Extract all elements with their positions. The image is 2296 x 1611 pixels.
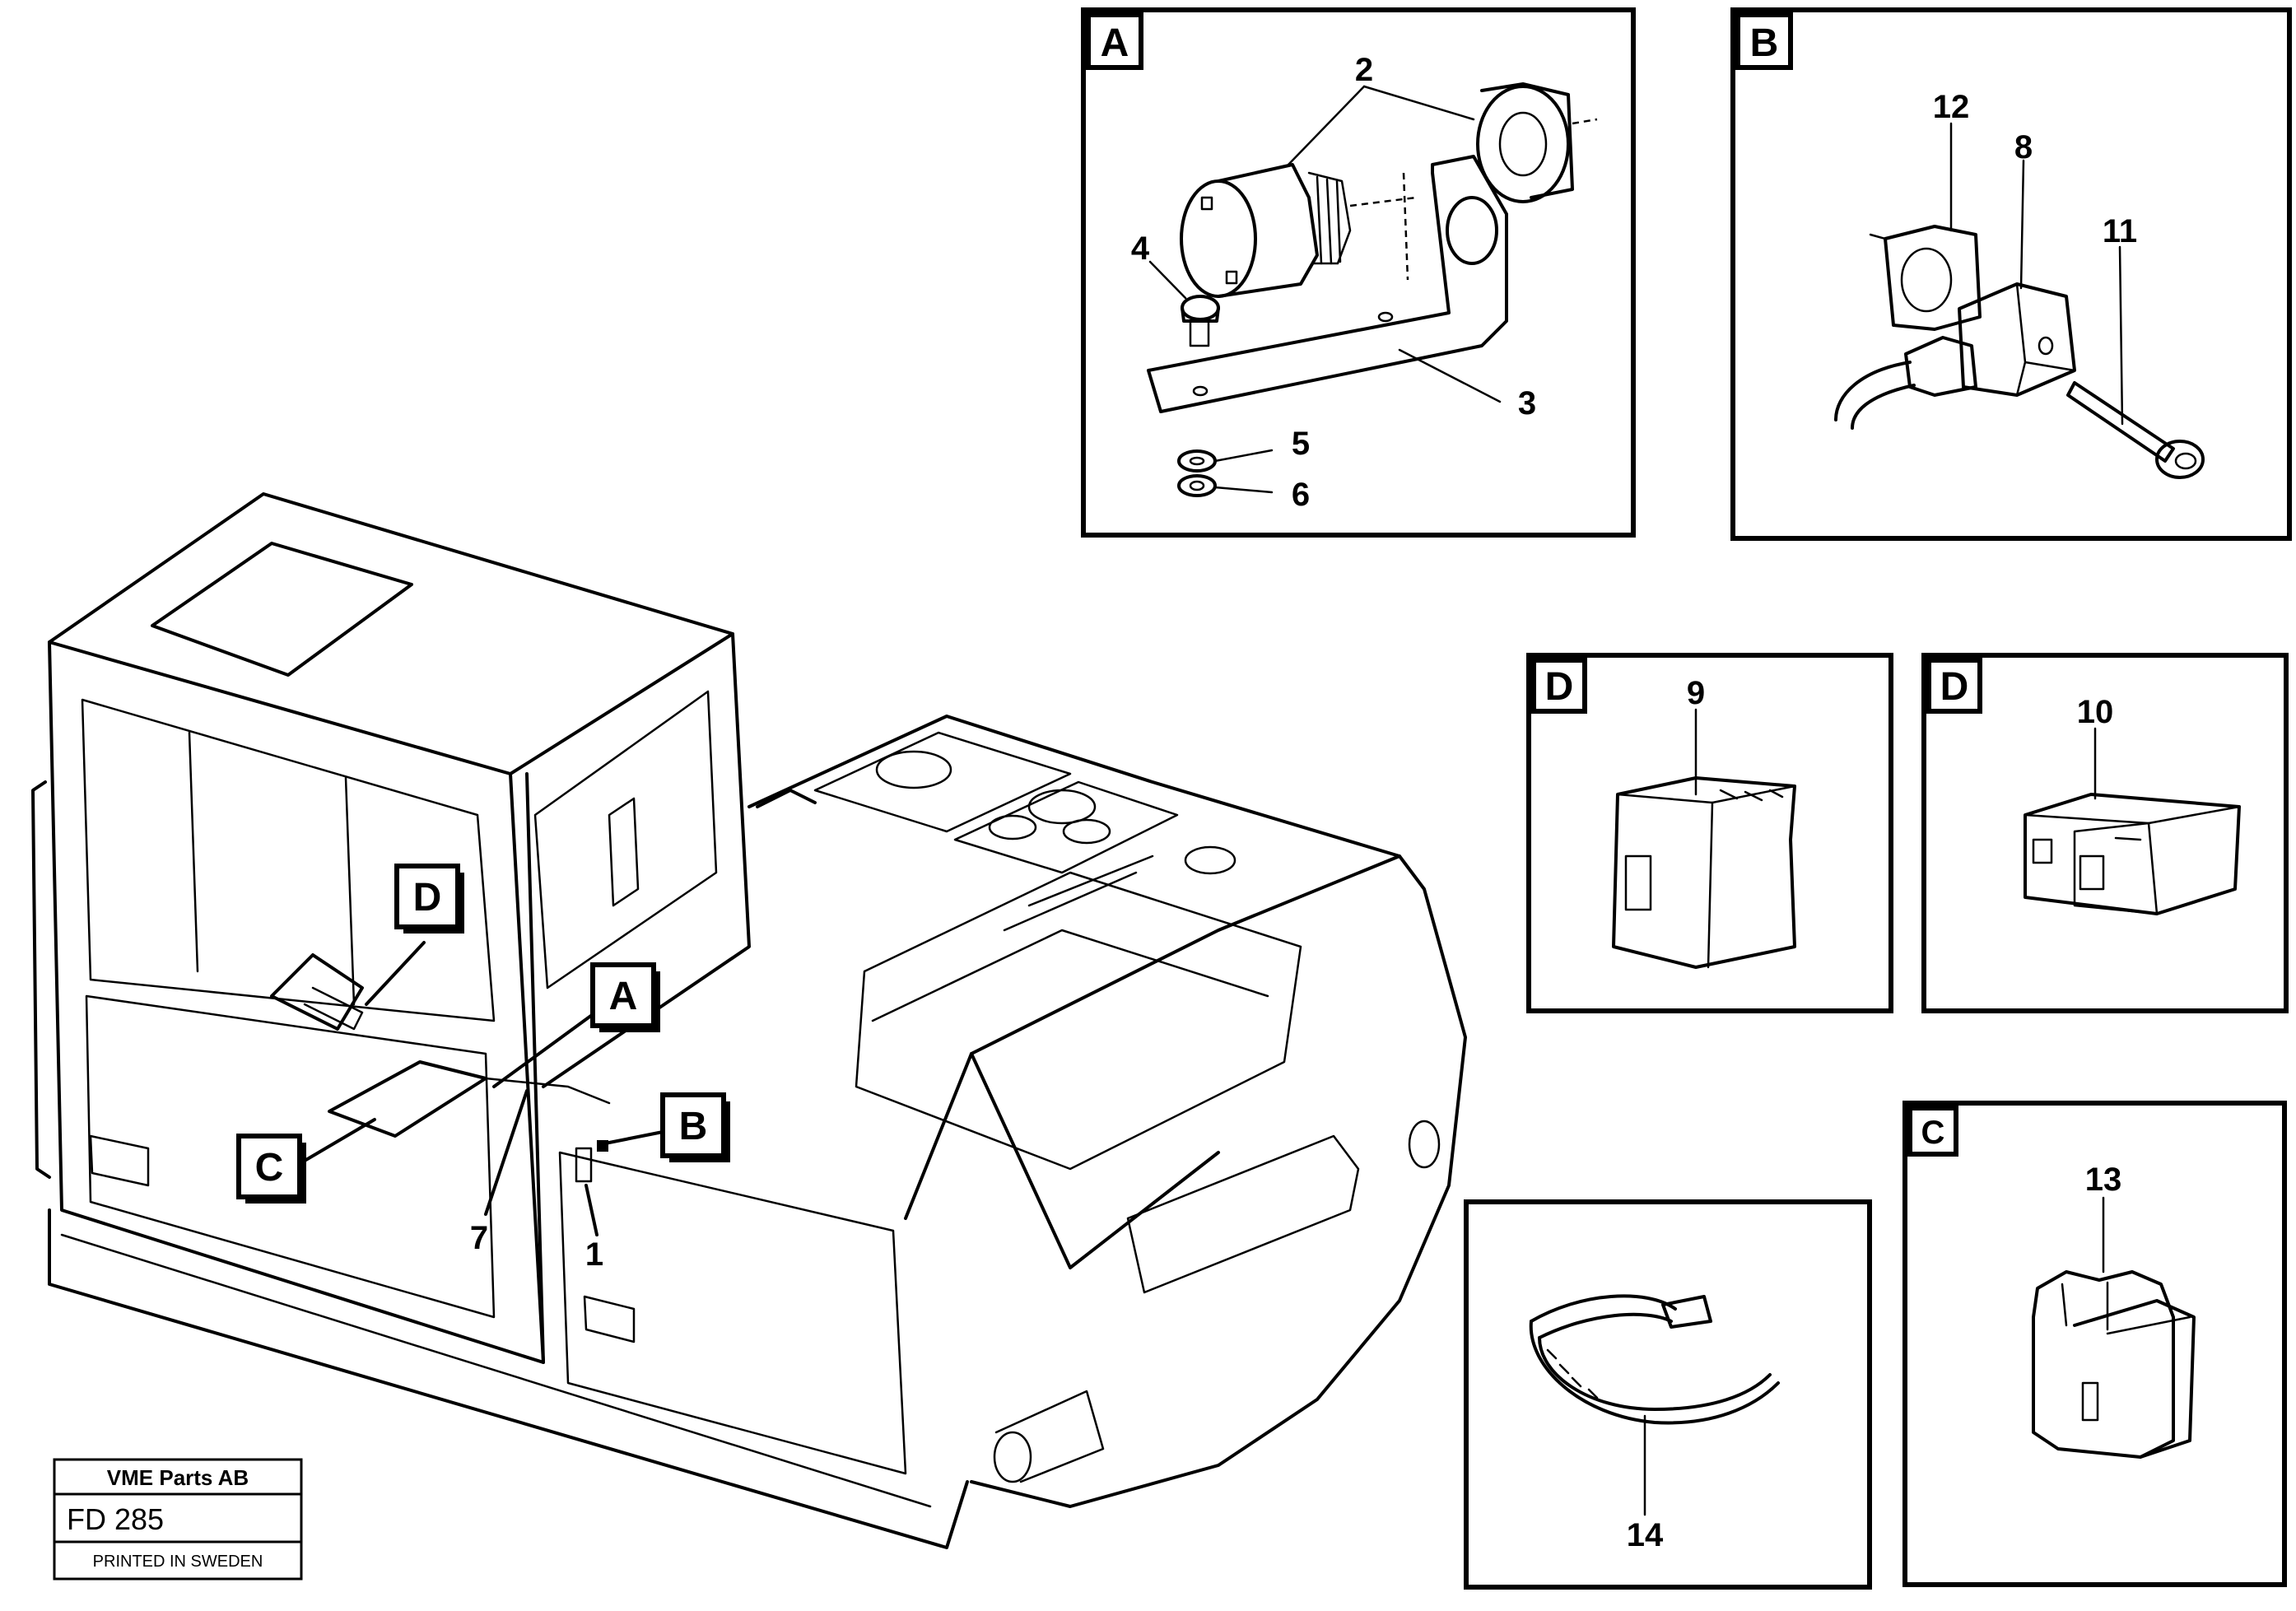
figure-code: FD 285 [67, 1502, 164, 1536]
company-name: VME Parts AB [107, 1465, 249, 1490]
detail-panel-b: B 12 8 11 [1730, 7, 2292, 541]
part-number-3: 3 [1518, 385, 1536, 421]
part-number-4: 4 [1131, 230, 1150, 267]
svg-text:A: A [1101, 21, 1129, 65]
detail-panel-d-9: D 9 [1526, 653, 1893, 1013]
part-number-7: 7 [470, 1220, 488, 1256]
reference-block: VME Parts AB FD 285 PRINTED IN SWEDEN [53, 1458, 303, 1581]
part-number-11: 11 [2103, 213, 2137, 249]
part-number-2: 2 [1355, 52, 1373, 88]
callout-c: C [236, 1134, 306, 1204]
part-number-12: 12 [1933, 89, 1970, 125]
part-number-10: 10 [2077, 694, 2114, 730]
svg-text:B: B [1750, 21, 1779, 65]
part-number-13: 13 [2085, 1162, 2122, 1198]
detail-panel-a: A 2 4 3 [1081, 7, 1636, 538]
detail-panel-tie: 14 [1464, 1199, 1872, 1590]
main-leaders [303, 941, 664, 1236]
detail-panel-d-10: D 10 [1921, 653, 2289, 1013]
part-number-6: 6 [1292, 477, 1310, 513]
svg-text:D: D [1545, 665, 1574, 709]
svg-text:C: C [1921, 1115, 1945, 1151]
callout-b: B [660, 1092, 730, 1162]
part-number-9: 9 [1687, 675, 1705, 711]
svg-text:C: C [255, 1146, 284, 1190]
svg-text:A: A [609, 975, 638, 1018]
excavator-illustration [31, 492, 1467, 1549]
svg-text:B: B [679, 1105, 708, 1148]
print-note: PRINTED IN SWEDEN [93, 1553, 263, 1571]
detail-panel-c: C 13 [1902, 1101, 2287, 1587]
part-number-14: 14 [1627, 1517, 1664, 1553]
callout-d: D [394, 864, 464, 934]
part-number-1: 1 [585, 1236, 603, 1273]
part-number-5: 5 [1292, 426, 1310, 462]
part-number-8: 8 [2014, 129, 2033, 165]
callout-a: A [590, 962, 660, 1032]
svg-text:D: D [1940, 665, 1969, 709]
svg-text:D: D [413, 876, 442, 920]
